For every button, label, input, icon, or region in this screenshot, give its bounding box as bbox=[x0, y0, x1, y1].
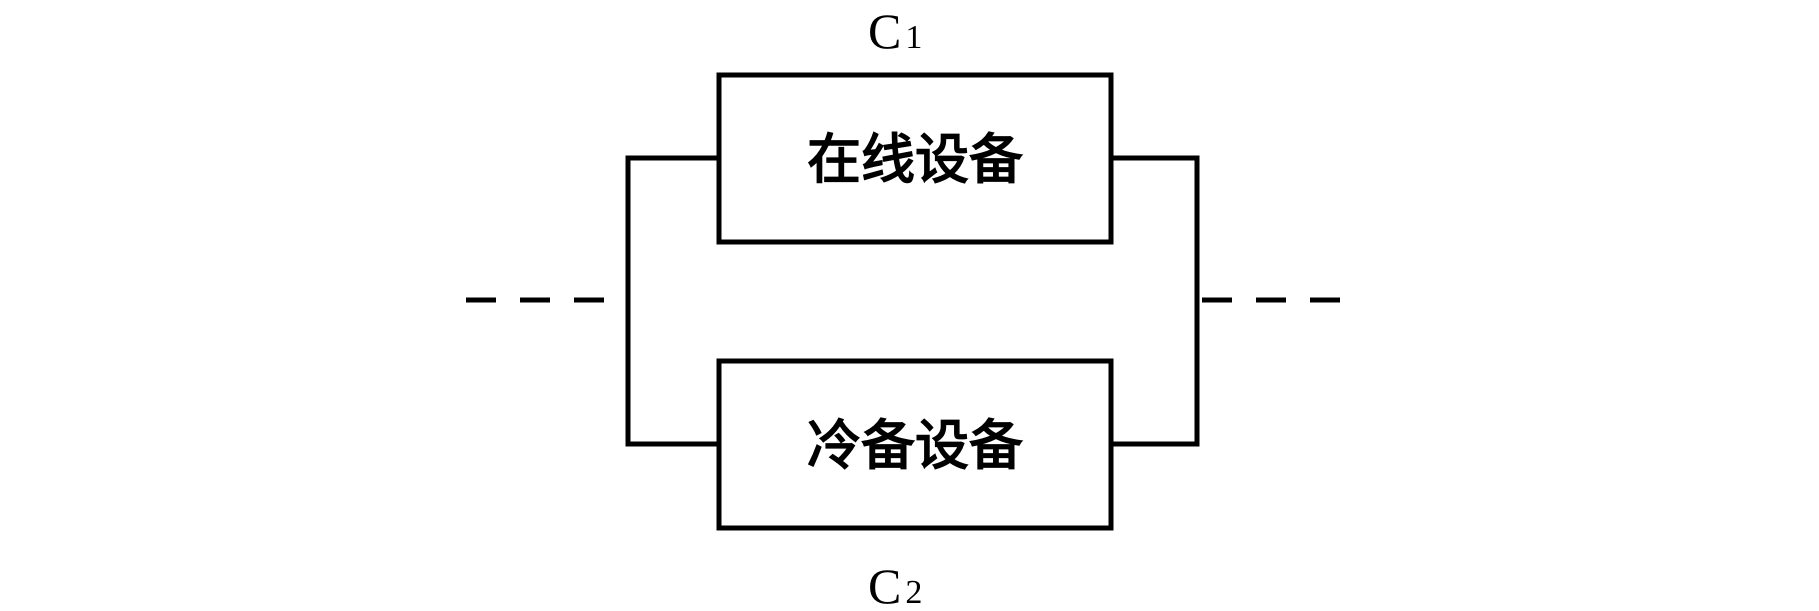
online-device-label: 在线设备 bbox=[807, 127, 1024, 191]
c1-subscript: 1 bbox=[905, 19, 922, 56]
c2-main: C bbox=[868, 558, 901, 611]
online-device-block bbox=[716, 72, 1114, 245]
c2-subscript: 2 bbox=[905, 574, 922, 611]
cold-standby-label: 冷备设备 bbox=[807, 413, 1024, 477]
cold-standby-block bbox=[716, 358, 1114, 531]
c1-main: C bbox=[868, 3, 901, 59]
